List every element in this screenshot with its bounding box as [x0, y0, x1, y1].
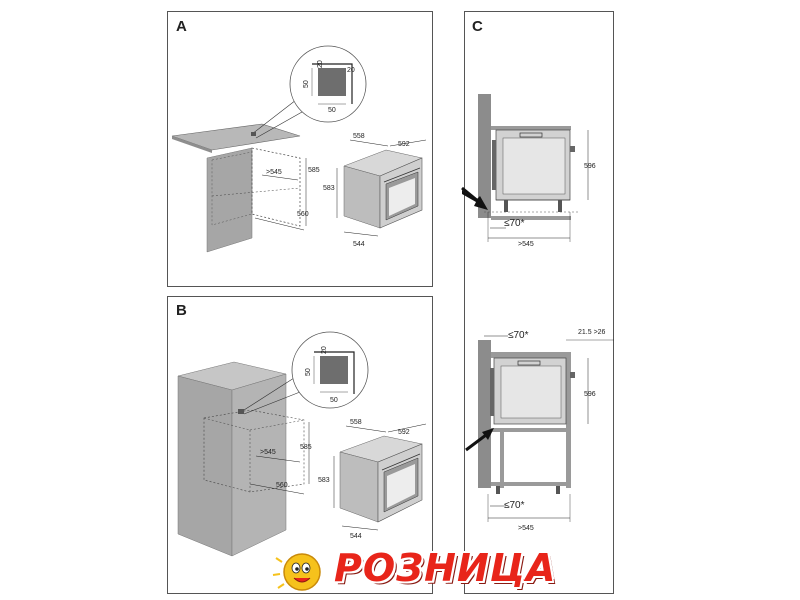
b-dim-544: 544: [350, 533, 362, 540]
a-dim-544: 544: [353, 241, 365, 248]
a-dim-585: 585: [308, 167, 320, 174]
panel-b-drawing: >545 585 560 50 20 50 558 592 583 544: [177, 331, 427, 557]
c-bottom-dim-596: 596: [584, 391, 596, 398]
c-bottom-dim-215: 21.5 >26: [578, 329, 606, 336]
a-dim-558: 558: [353, 133, 365, 140]
c-top-dim-70: ≤70*: [504, 218, 525, 229]
a-inset-50-h: 50: [328, 107, 336, 114]
sun-mascot-icon: [272, 553, 321, 591]
c-bottom-dim-70-top: ≤70*: [508, 330, 529, 341]
panel-b-letter: B: [176, 302, 187, 319]
cutout-outline: [251, 147, 301, 227]
a-dim-583: 583: [323, 185, 335, 192]
worktop-edge: [172, 136, 212, 153]
c-bottom-dim-545: >545: [518, 525, 534, 532]
worktop: [171, 123, 301, 151]
b-oven-side: [339, 451, 379, 523]
c-top-wall: [478, 94, 491, 218]
b-cutout: [203, 409, 305, 493]
c-bottom-dim-70: ≤70*: [504, 500, 525, 511]
panel-c: [464, 11, 614, 594]
c-bottom-arrow: [482, 428, 494, 440]
b-inset-50-v: 50: [305, 368, 312, 376]
a-dim-545: >545: [266, 169, 282, 176]
brand-logo: РОЗНИЦА: [272, 546, 555, 592]
c-bottom-wall: [478, 340, 491, 488]
c-top-dim-545: >545: [518, 241, 534, 248]
cabinet-side: [206, 147, 253, 253]
a-inset-20-h: 20: [347, 67, 355, 74]
b-dim-558: 558: [350, 419, 362, 426]
b-dim-585: 585: [300, 444, 312, 451]
b-inset-20-v: 20: [321, 346, 328, 354]
b-dim-583: 583: [318, 477, 330, 484]
cutout-inner: [211, 151, 253, 226]
panel-c-letter: C: [472, 18, 483, 35]
panel-c-bottom-drawing: ≤70* 21.5 >26 596 ≤70* >545: [465, 329, 614, 532]
a-inset-50-v: 50: [303, 80, 310, 88]
panel-a-letter: A: [176, 18, 187, 35]
tall-cabinet-front: [231, 373, 287, 557]
a-oven-side: [343, 165, 381, 229]
a-dim-592: 592: [398, 141, 410, 148]
panel-a-drawing: >545 585 560 50 20 20 50 558 592 583 5: [171, 45, 427, 253]
b-dim-560: 560: [276, 482, 288, 489]
b-dim-545: >545: [260, 449, 276, 456]
tall-cabinet-side: [177, 375, 233, 557]
c-top-dim-596: 596: [584, 163, 596, 170]
b-inset-50-h: 50: [330, 397, 338, 404]
a-dim-560: 560: [297, 211, 309, 218]
a-inset-20-v: 20: [317, 60, 324, 68]
panel-c-top-drawing: 596 ≤70* >545: [461, 94, 596, 248]
b-dim-592: 592: [398, 429, 410, 436]
logo-text: РОЗНИЦА: [334, 546, 557, 590]
